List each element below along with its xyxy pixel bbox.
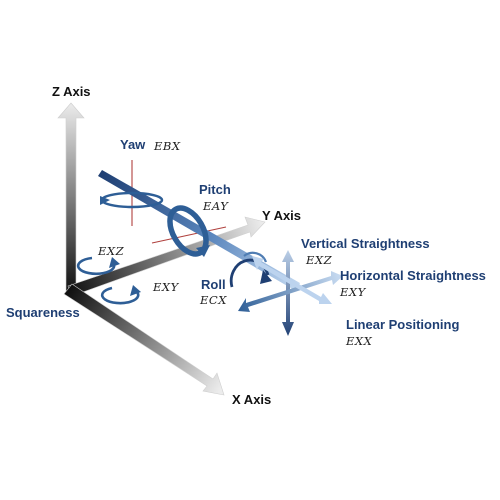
squareness-label: Squareness [6, 305, 80, 320]
yaw-symbol: EBX [154, 139, 181, 153]
linear-positioning-arrow [252, 256, 332, 304]
pitch-label: Pitch [199, 182, 231, 197]
z-axis-label: Z Axis [52, 84, 91, 99]
squareness-rotation-arrows [76, 256, 141, 305]
horizontal-straightness-label: Horizontal Straightness [340, 268, 486, 283]
x-axis-arrow [63, 283, 225, 396]
x-axis-label: X Axis [232, 392, 272, 407]
pitch-symbol: EAY [203, 199, 229, 213]
horizontal-straightness-arrow [238, 271, 343, 312]
vertical-straightness-symbol: EXZ [306, 253, 333, 267]
linear-positioning-label: Linear Positioning [346, 317, 460, 332]
y-axis-label: Y Axis [262, 208, 302, 223]
yaw-label: Yaw [120, 137, 146, 152]
squareness-symbol-exz: EXZ [98, 244, 125, 258]
roll-label: Roll [201, 277, 226, 292]
z-axis-arrow [57, 102, 85, 293]
roll-symbol: ECX [200, 293, 227, 307]
linear-positioning-symbol: EXX [346, 334, 373, 348]
yaw-rotation-arrow [100, 191, 164, 209]
vertical-straightness-label: Vertical Straightness [301, 236, 430, 251]
squareness-symbol-exy: EXY [153, 280, 179, 294]
horizontal-straightness-symbol: EXY [340, 285, 366, 299]
pitch-rotation-arrow [167, 205, 210, 257]
